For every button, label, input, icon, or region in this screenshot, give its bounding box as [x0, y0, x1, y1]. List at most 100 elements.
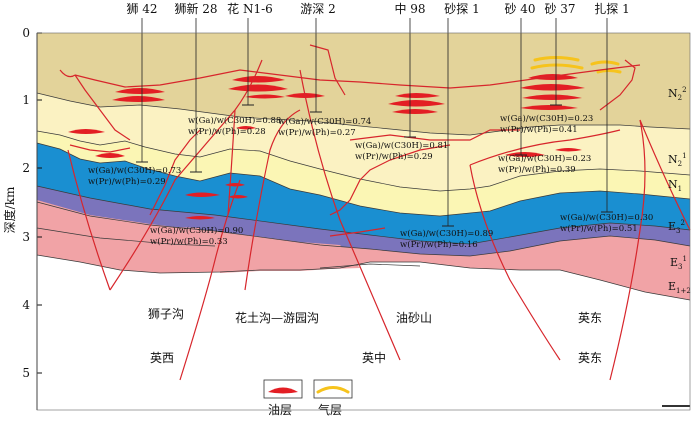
well-label-shi42: 狮 42 — [126, 2, 157, 16]
oil-layer — [520, 105, 578, 110]
well-labels: 狮 42 狮新 28 花 N1-6 游深 2 中 98 砂探 1 砂 40 砂 … — [126, 1, 629, 16]
annotation-line: w(Pr)/w(Ph)=0.16 — [400, 239, 478, 250]
well-lines — [136, 18, 613, 227]
fault-line — [469, 129, 621, 166]
pink-wedge-center — [215, 231, 360, 273]
annotation-line: w(Ga)/w(C30H)=0.89 — [400, 228, 493, 239]
fault-line — [349, 129, 520, 141]
oil-layer — [68, 129, 105, 134]
fault-line — [69, 144, 131, 153]
depth-tick: 4 — [22, 298, 30, 312]
fault-line — [609, 119, 646, 381]
fault-line — [469, 164, 561, 361]
annotation-line: w(Pr)/w(Ph)=0.29 — [355, 151, 433, 162]
pink-wedge-left — [37, 200, 200, 270]
depth-axis: 0 1 2 3 4 5 深度/km — [2, 26, 42, 410]
annotation-line: w(Ga)/w(C30H)=0.23 — [498, 153, 591, 164]
gas-layer — [596, 69, 622, 74]
fault-line — [599, 59, 636, 111]
fault-line — [109, 59, 263, 291]
fault-line — [227, 109, 236, 216]
formation-label-n2-2: N22 — [668, 86, 687, 102]
oil-layer — [245, 94, 285, 99]
annotation-line: w(Pr)/w(Ph)=0.39 — [498, 164, 576, 175]
oil-layer — [388, 100, 445, 107]
legend: 油层 气层 — [263, 379, 353, 417]
annotation-line: w(Pr)/w(Ph)=0.29 — [88, 176, 166, 187]
fault-line — [74, 74, 131, 141]
annotation-line: w(Pr)/w(Ph)=0.27 — [278, 127, 356, 138]
fault-line — [309, 44, 346, 96]
annotation-line: w(Pr)/w(Ph)=0.51 — [560, 223, 638, 234]
oil-layer — [228, 84, 288, 92]
depth-tick: 0 — [22, 26, 30, 40]
layer-e3-2 — [37, 142, 690, 244]
structure-label: 英东 — [578, 311, 602, 325]
layer-e12 — [37, 200, 690, 300]
depth-tick: 3 — [22, 230, 30, 244]
well-label-huan1-6: 花 N1-6 — [227, 1, 273, 16]
formation-label-e3-1: E31 — [670, 255, 687, 271]
legend-gas-label: 气层 — [318, 402, 342, 417]
annotation-line: w(Ga)/w(C30H)=0.73 — [88, 165, 181, 176]
oil-layer — [395, 93, 440, 98]
fault-line — [299, 69, 401, 361]
oil-layer — [185, 216, 215, 220]
fault-line — [329, 144, 451, 216]
formation-label-e3-2: E32 — [668, 219, 685, 235]
annotation-line: w(Ga)/w(C30H)=0.81 — [355, 140, 448, 151]
oil-layer — [522, 94, 582, 100]
oil-layer — [520, 84, 585, 91]
region-label: 英西 — [150, 351, 174, 365]
layer-n2-2 — [37, 33, 690, 135]
fault-line — [179, 179, 241, 381]
region-labels: 英西 英中 英东 — [150, 350, 602, 365]
fault-line — [149, 129, 201, 216]
depth-axis-label: 深度/km — [2, 186, 17, 233]
annotation-line: w(Pr)/w(Ph)=0.41 — [500, 124, 578, 135]
well-label-sha37: 砂 37 — [544, 2, 575, 16]
geochem-annotations: w(Ga)/w(C30H)=0.73 w(Pr)/w(Ph)=0.29 w(Ga… — [88, 113, 653, 250]
fault-line — [59, 69, 76, 78]
depth-tick: 2 — [22, 161, 30, 175]
oil-layer — [392, 109, 438, 114]
strata — [36, 33, 691, 410]
oil-layer — [115, 88, 165, 94]
well-label-shatan1: 砂探 1 — [444, 2, 479, 16]
fault-line — [639, 119, 691, 231]
oil-layer — [185, 192, 220, 197]
region-label: 英中 — [362, 350, 386, 365]
fault-line — [74, 64, 641, 89]
formation-label-n2-1: N21 — [668, 152, 687, 168]
depth-tick: 5 — [22, 366, 30, 380]
well-label-youshen2: 游深 2 — [300, 2, 335, 16]
oil-layer — [236, 126, 256, 130]
structure-label: 狮子沟 — [148, 307, 184, 321]
faults — [59, 44, 691, 381]
well-label-zhong98: 中 98 — [394, 1, 425, 16]
structure-label: 油砂山 — [396, 311, 432, 325]
gas-layer — [590, 60, 620, 66]
structure-label: 花土沟—游园沟 — [235, 310, 319, 325]
formation-label-n1: N1 — [668, 178, 682, 193]
annotation-line: w(Ga)/w(C30H)=0.90 — [150, 225, 243, 236]
annotation-line: w(Pr)/w(Ph)=0.28 — [188, 126, 266, 137]
layer-n1 — [37, 130, 690, 216]
oil-layer — [112, 96, 165, 102]
formation-labels: N22 N21 N1 E32 E31 E1+2 — [668, 86, 691, 295]
well-label-shixin28: 狮新 28 — [174, 1, 217, 16]
frame — [36, 32, 691, 411]
oil-layer — [232, 76, 285, 83]
annotation-line: w(Ga)/w(C30H)=0.74 — [278, 116, 371, 127]
oil-layer — [95, 153, 125, 158]
fault-line — [244, 109, 301, 291]
well-label-sha40: 砂 40 — [504, 2, 535, 16]
layer-n2-1 — [37, 92, 690, 191]
annotation-line: w(Ga)/w(C30H)=0.30 — [560, 212, 653, 223]
reservoirs — [68, 56, 622, 220]
structure-labels: 狮子沟 花土沟—游园沟 油砂山 英东 — [148, 307, 602, 325]
depth-tick: 1 — [22, 93, 30, 107]
formation-label-e12: E1+2 — [668, 280, 691, 295]
